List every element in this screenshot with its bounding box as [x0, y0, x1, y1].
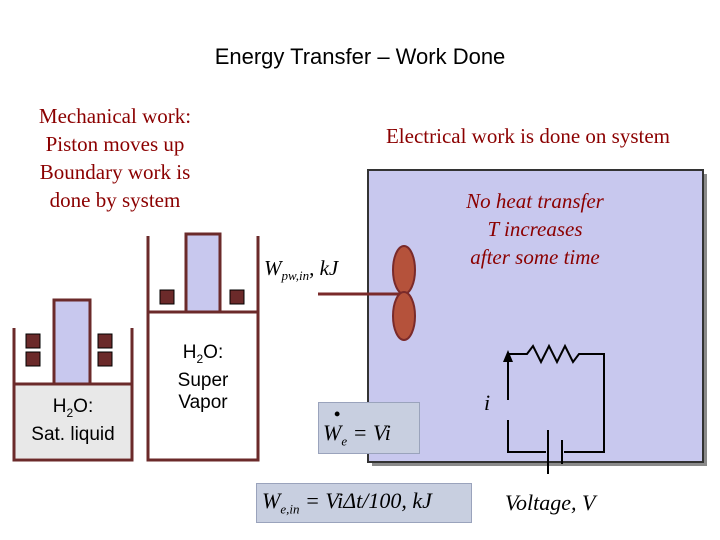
energy-formula: We,in = ViΔt/100, kJ: [262, 488, 432, 517]
mechanical-line-3: Boundary work is: [39, 160, 191, 184]
current-label: i: [484, 390, 491, 415]
left-substance: H2O:: [20, 396, 126, 424]
current-arrow-icon: [503, 350, 513, 362]
left-cylinder-walls: [12, 328, 134, 462]
right-state-1: Super: [177, 369, 229, 391]
voltage-label: Voltage, V: [505, 490, 596, 515]
rate-sub: e: [341, 433, 348, 449]
right-substance-suffix: O:: [203, 342, 224, 363]
energy-formula-box: [256, 483, 472, 523]
right-cylinder-label: H2O: Super Vapor: [154, 342, 252, 414]
circuit-wire: [507, 343, 605, 453]
paddle-blade-bottom: [392, 291, 416, 341]
left-cylinder-fill: [14, 384, 132, 458]
left-substance-suffix: O:: [73, 396, 94, 417]
rate-rhs: = Vi: [352, 420, 391, 445]
note-line-3: after some time: [470, 245, 600, 269]
right-substance-prefix: H: [182, 342, 197, 363]
paddle-blade-top: [392, 245, 416, 295]
right-stop-2: [229, 289, 245, 305]
paddle-work-subscript: pw,in: [281, 268, 310, 284]
paddle-work-label: Wpw,in, kJ: [264, 256, 338, 284]
right-piston: [184, 232, 222, 314]
right-state-2: Vapor: [178, 391, 228, 413]
paddle-work-symbol: W: [264, 256, 282, 280]
left-substance-prefix: H: [52, 396, 67, 417]
page-title: Energy Transfer – Work Done: [214, 44, 506, 69]
rate-dot: •: [334, 404, 341, 424]
energy-rhs: = ViΔt/100, kJ: [299, 488, 432, 513]
right-cylinder-fill: [148, 312, 258, 460]
mechanical-line-1: Mechanical work:: [38, 104, 192, 128]
rate-formula: We = Vi: [323, 420, 391, 449]
mechanical-work-text: Mechanical work: Piston moves up Boundar…: [10, 102, 220, 214]
left-state: Sat. liquid: [31, 423, 115, 445]
left-cylinder-label: H2O: Sat. liquid: [20, 396, 126, 446]
right-cylinder-walls: [146, 236, 260, 462]
right-substance-sub: 2: [196, 351, 204, 366]
mechanical-line-2: Piston moves up: [45, 132, 185, 156]
system-box: [367, 169, 704, 463]
note-line-1: No heat transfer: [466, 189, 604, 213]
left-substance-sub: 2: [66, 405, 74, 420]
note-line-2: T increases: [487, 217, 583, 241]
left-piston: [52, 298, 92, 386]
left-stop-3: [97, 333, 113, 349]
paddle-work-unit: , kJ: [309, 256, 339, 280]
left-stop-4: [97, 351, 113, 367]
circuit-wire-left: [507, 420, 546, 453]
right-substance: H2O:: [154, 342, 252, 370]
right-stop-1: [159, 289, 175, 305]
left-stop-1: [25, 333, 41, 349]
mechanical-line-4: done by system: [49, 188, 181, 212]
rate-lhs: W: [323, 420, 342, 445]
energy-lhs: W: [262, 488, 281, 513]
electrical-heading: Electrical work is done on system: [385, 124, 670, 148]
rate-formula-box: [318, 402, 420, 454]
box-notes: No heat transfer T increases after some …: [420, 187, 650, 271]
left-stop-2: [25, 351, 41, 367]
energy-sub: e,in: [280, 501, 300, 517]
